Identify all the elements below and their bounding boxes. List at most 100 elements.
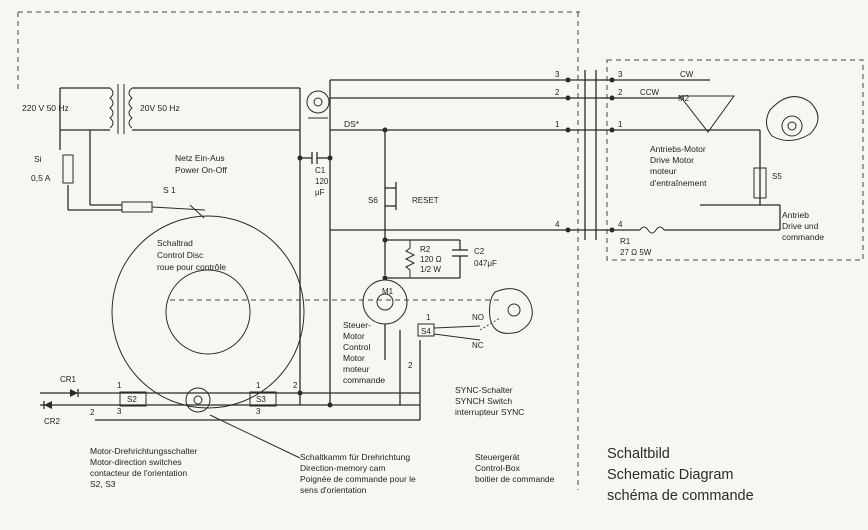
s5-label: S5 [772, 172, 782, 181]
cr1-label: CR1 [60, 375, 77, 384]
s4-label: S4 [421, 327, 431, 336]
r2-label-ref: R2 [420, 245, 431, 254]
power-switch-label-de: Netz Ein-Aus [175, 153, 225, 163]
control-motor-label-3: Motor [343, 353, 365, 363]
wire-number-center-2: 2 [293, 381, 298, 390]
cw-label: CW [680, 70, 694, 79]
drive-unit-label-0: Antrieb [782, 210, 809, 220]
control-box-label-de: Steuergerät [475, 452, 520, 462]
control-motor-label-1: Motor [343, 331, 365, 341]
terminal-4-right: 4 [618, 220, 623, 229]
cable-bundle [584, 70, 612, 240]
control-disc-symbol [111, 215, 500, 409]
drive-unit-label-1: Drive und [782, 221, 819, 231]
cam-label-de: Schaltkamm für Drehrichtung [300, 452, 410, 462]
r1-label-ref: R1 [620, 237, 631, 246]
drive-unit-outline [606, 59, 864, 261]
control-disc-label-de: Schaltrad [157, 238, 193, 248]
wire-number-s3-3: 3 [256, 407, 261, 416]
r1-label-value: 27 Ω 5W [620, 248, 652, 257]
fuse-symbol [62, 154, 74, 184]
terminal-3-right: 3 [618, 70, 623, 79]
terminal-2-right: 2 [618, 88, 623, 97]
drive-unit-label-2: commande [782, 232, 824, 242]
sync-switch-label-de: SYNC-Schalter [455, 385, 513, 395]
control-box-outline [17, 11, 580, 490]
fuse-rating-label: 0,5 A [31, 173, 51, 183]
terminal-1-right: 1 [618, 120, 623, 129]
motor-direction-label-fr: contacteur de l'orientation [90, 468, 187, 478]
c2-label-ref: C2 [474, 247, 485, 256]
m2-label: M2 [678, 94, 690, 103]
drive-motor-symbol [766, 96, 819, 141]
wire-number-sync-1: 1 [426, 313, 431, 322]
drive-motor-label-fr-1: moteur [650, 166, 677, 176]
terminal-2-left: 2 [555, 88, 560, 97]
schematic-title-en: Schematic Diagram [607, 467, 734, 483]
ccw-label: CCW [640, 88, 660, 97]
control-motor-label-0: Steuer- [343, 320, 371, 330]
c2-label-value: 047μF [474, 259, 497, 268]
sync-switch-label-en: SYNCH Switch [455, 396, 512, 406]
control-motor-label-4: moteur [343, 364, 370, 374]
wire-number-s2-3: 3 [117, 407, 122, 416]
wire-number-s2-2: 2 [90, 408, 95, 417]
motor-direction-label-de: Motor-Drehrichtungsschalter [90, 446, 197, 456]
schematic-title-de: Schaltbild [607, 446, 670, 462]
r2-label-power: 1/2 W [420, 265, 441, 274]
nc-label: NC [472, 341, 484, 350]
drive-motor-label-de: Antriebs-Motor [650, 144, 706, 154]
sync-switch-label-fr: interrupteur SYNC [455, 407, 524, 417]
wire-number-sync-2: 2 [408, 361, 413, 370]
direction-switch-wiring [40, 330, 421, 459]
c1-label-value: 120 [315, 177, 329, 186]
s1-label: S 1 [163, 185, 176, 195]
schematic-title-fr: schéma de commande [607, 488, 754, 504]
drive-unit-wiring [612, 79, 781, 234]
control-disc-label-en: Control Disc [157, 250, 204, 260]
sync-switch-symbol [417, 288, 533, 341]
wire-number-s2-1: 1 [117, 381, 122, 390]
motor-direction-label-en: Motor-direction switches [90, 457, 182, 467]
power-switch-symbol [306, 90, 330, 119]
r2-label-value: 120 Ω [420, 255, 442, 264]
terminal-3-left: 3 [555, 70, 560, 79]
transformer [109, 84, 133, 134]
s2-label: S2 [127, 395, 137, 404]
drive-motor-label-fr-2: d'entraînement [650, 178, 707, 188]
drive-motor-label-en: Drive Motor [650, 155, 694, 165]
reset-switch-symbol [385, 182, 397, 210]
control-box-label-fr: boitier de commande [475, 474, 555, 484]
terminal-4-left: 4 [555, 220, 560, 229]
reset-label: RESET [412, 196, 439, 205]
cam-label-en: Direction-memory cam [300, 463, 386, 473]
cam-label-fr-1: Poignée de commande pour le [300, 474, 416, 484]
c1-label-ref: C1 [315, 166, 326, 175]
m1-label: M1 [382, 287, 394, 296]
cr2-label: CR2 [44, 417, 61, 426]
control-disc-label-fr: roue pour contrôle [157, 262, 226, 272]
ds-label: DS* [344, 119, 360, 129]
c1-label-unit: μF [315, 188, 325, 197]
cam-label-fr-2: sens d'orientation [300, 485, 367, 495]
terminal-1-left: 1 [555, 120, 560, 129]
wire-number-s3-1: 1 [256, 381, 261, 390]
fuse-ref-label: Si [34, 154, 42, 164]
secondary-voltage-label: 20V 50 Hz [140, 103, 180, 113]
secondary-wiring [132, 79, 600, 405]
control-box-label-en: Control-Box [475, 463, 521, 473]
control-motor-label-2: Control [343, 342, 371, 352]
c1-capacitor [300, 152, 330, 164]
mains-voltage-label: 220 V 50 Hz [22, 103, 69, 113]
power-switch-label-en: Power On-Off [175, 165, 227, 175]
control-motor-label-5: commande [343, 375, 385, 385]
reset-ref-label: S6 [368, 196, 378, 205]
r2-c2-network [385, 239, 468, 279]
junction-dots [297, 77, 615, 408]
s1-switch-symbol [121, 201, 206, 219]
motor-direction-label-refs: S2, S3 [90, 479, 116, 489]
no-label: NO [472, 313, 484, 322]
s3-label: S3 [256, 395, 266, 404]
primary-wiring [59, 87, 122, 211]
